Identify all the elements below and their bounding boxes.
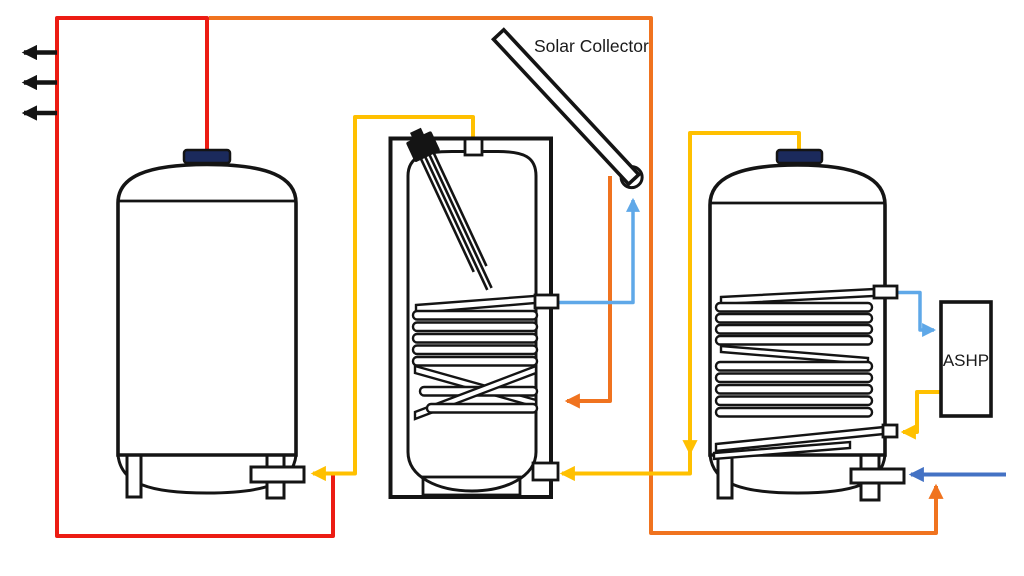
coil-tube (714, 334, 874, 346)
ashp-box (939, 300, 993, 418)
pipework (21, 16, 1006, 538)
left-tank (116, 148, 306, 500)
coil-tube (714, 301, 874, 313)
tank-body (116, 162, 298, 457)
return-pipe-orange (209, 16, 944, 535)
coil-tube (714, 406, 874, 418)
coil-tube (714, 360, 874, 372)
bottom-outlet-fitting (531, 461, 560, 482)
heater-rod (427, 153, 493, 289)
transfer-pipe-right-to-middle-yellow (559, 446, 692, 482)
coil-tube-diagonal (712, 440, 852, 461)
heater-rod (432, 151, 488, 267)
top-inlet-fitting (463, 137, 484, 157)
coil-tube (714, 383, 874, 395)
solar-return-pipe-blue (557, 197, 640, 305)
coil-tube (411, 355, 539, 367)
solar-collector: Solar Collector (490, 27, 649, 190)
transfer-pipe-middle-to-left-yellow (310, 115, 475, 482)
coil-tube (411, 321, 539, 333)
right-tank (708, 148, 906, 502)
tank-leg (716, 453, 734, 500)
tank-cap (775, 148, 824, 165)
coil-tube (714, 312, 874, 324)
middle-tank (388, 127, 560, 499)
inner-vessel (406, 150, 538, 493)
collector-panel (490, 27, 642, 187)
coil-tube (411, 344, 539, 356)
heater-cap (406, 131, 440, 162)
solar-flow-pipe-orange (564, 176, 612, 409)
heater-terminal (409, 127, 425, 142)
ashp-label: ASHP (943, 351, 989, 370)
hot-water-pipe-red (55, 16, 335, 538)
coil-tube (714, 395, 874, 407)
heater-rod (419, 157, 475, 273)
coil-side-fitting (533, 293, 560, 310)
lower-coil-fitting (881, 423, 899, 439)
solar-collector-label: Solar Collector (534, 36, 649, 56)
ashp-unit: ASHP (939, 300, 993, 418)
tank-drain-fitting (849, 467, 906, 485)
tank-drain-fitting (249, 465, 306, 484)
coil-tube (425, 402, 539, 414)
ashp-return-pipe-yellow (900, 390, 941, 440)
immersion-heater (406, 127, 493, 291)
coil-tube (714, 323, 874, 335)
tank-leg (125, 453, 143, 499)
pedestal (421, 475, 522, 497)
transfer-pipe-right-to-middle-yellow (682, 131, 801, 456)
heat-exchanger-coil (712, 287, 886, 461)
coil-tube (411, 309, 539, 321)
heat-exchanger-coil (411, 293, 549, 421)
ashp-supply-pipe-blue (897, 290, 937, 337)
tank-cap (182, 148, 232, 165)
coil-tube (714, 372, 874, 384)
coil-tube (411, 332, 539, 344)
upper-coil-fitting (872, 284, 899, 300)
heater-rod (423, 155, 489, 291)
draw-off-arrows (21, 44, 57, 121)
